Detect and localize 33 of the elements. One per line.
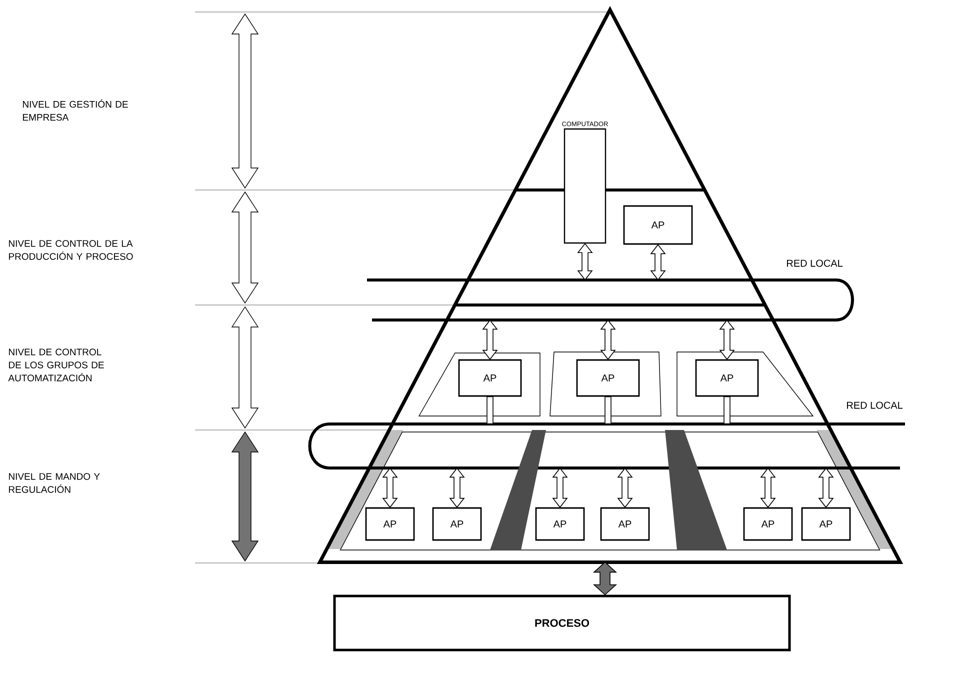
double-arrow [486,396,494,424]
bus-label: RED LOCAL [847,402,903,409]
level-label: NIVEL DE GESTIÓN DE EMPRESA [23,99,128,121]
double-arrow [650,244,666,280]
process-box: PROCESO [333,594,791,652]
plc-box: AP [458,359,522,397]
double-arrow [818,468,834,508]
plc-box: AP [365,507,415,541]
bus-label: RED LOCAL [787,260,843,267]
double-arrow [719,320,735,360]
level-label: NIVEL DE CONTROL DE LA PRODUCCIÓN Y PROCESO [9,240,133,260]
shaded-band [665,430,727,550]
double-arrow [592,562,618,596]
level-label: NIVEL DE CONTROL DE LOS GRUPOS DE AUTOMATIZACIÓN [8,348,104,382]
plc-box: AP [743,507,793,541]
double-arrow [604,396,612,424]
double-arrow [482,320,498,360]
double-arrow [382,468,398,508]
plc-box: AP [576,359,640,397]
plc-box: AP [535,507,585,541]
plc-box: AP [801,507,851,541]
plc-box: AP [623,205,693,245]
double-arrow [552,468,568,508]
double-arrow [600,320,616,360]
shaded-band [490,430,546,550]
double-arrow [617,468,633,508]
level-label: NIVEL DE MANDO Y REGULACIÓN [9,473,100,493]
plc-box: AP [600,507,650,541]
plc-box: AP [695,359,759,397]
plc-box: AP [432,507,482,541]
double-arrow [449,468,465,508]
double-arrow [760,468,776,508]
double-arrow [724,396,730,424]
